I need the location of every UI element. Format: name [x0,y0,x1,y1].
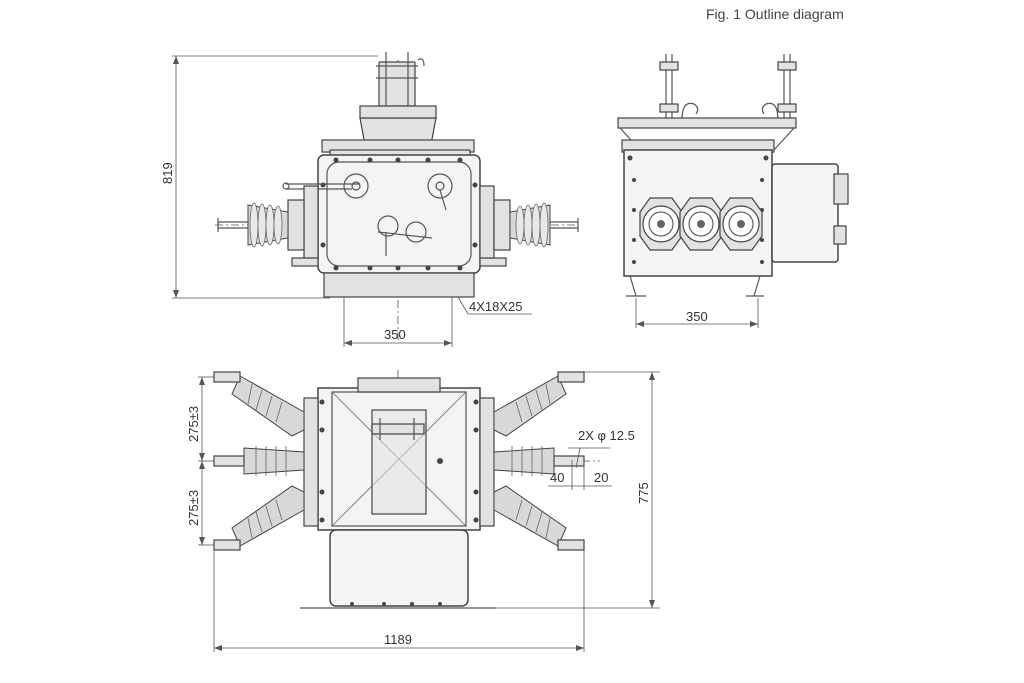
front-right-insulator [493,199,579,251]
top-spacing-upper-label: 275±3 [186,406,201,442]
figure-title: Fig. 1 Outline diagram [706,6,844,22]
hole-spec-label: 4X18X25 [469,299,523,314]
side-bushing-ports [639,197,763,251]
front-left-insulator [217,199,305,251]
terminal-left-label: 40 [550,470,564,485]
side-base-width-label: 350 [686,309,708,324]
terminal-holes-label: 2X φ 12.5 [578,428,635,443]
side-view: 350 [617,54,849,328]
top-width-label: 1189 [384,632,412,647]
top-spacing-lower-label: 275±3 [186,490,201,526]
terminal-right-label: 20 [594,470,608,485]
top-right-insulators [493,371,585,551]
top-left-insulators [213,371,305,551]
front-base-width-label: 350 [384,327,406,342]
top-depth-label: 775 [636,482,651,504]
front-height-label: 819 [160,162,175,184]
front-view: 819 [160,52,579,347]
top-view: 275±3 275±3 775 2X φ 12.5 40 20 1189 [186,370,660,652]
front-tank [317,154,481,274]
